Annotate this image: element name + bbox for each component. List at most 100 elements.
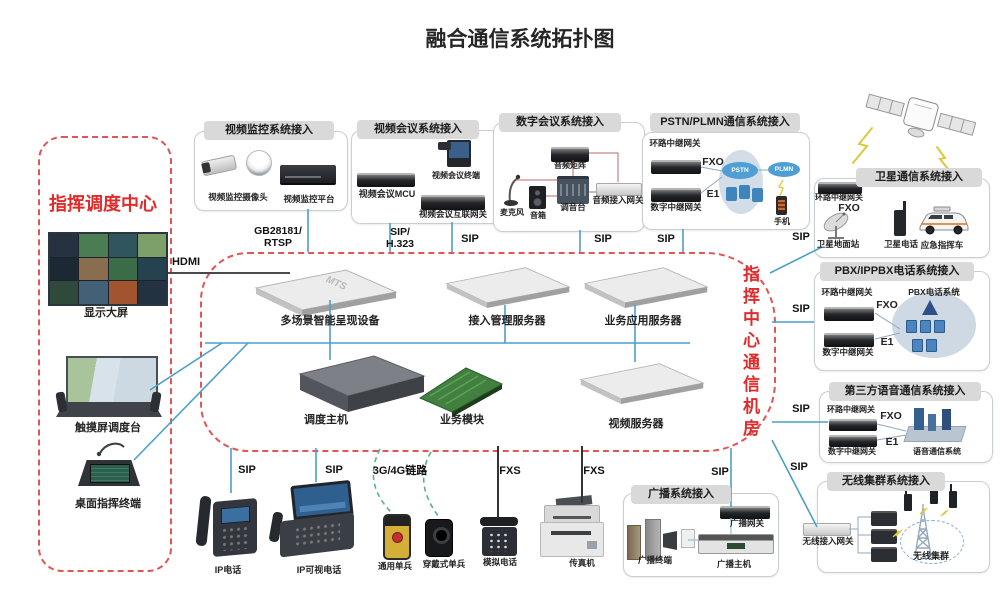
sip-label-ip-video: SIP (325, 464, 343, 476)
fxs-label-analog: FXS (499, 465, 521, 477)
sip-label-pstn: SIP (657, 233, 675, 245)
vc-terminal-label: 视频会议终端 (432, 171, 480, 180)
sip-label-pbx: SIP (792, 303, 810, 315)
pstn-plmn-header: PSTN/PLMN通信系统接入 (650, 113, 800, 132)
ground-station-icon (823, 212, 849, 239)
g34-link-line-1 (372, 448, 394, 515)
sip-label-broadcast: SIP (711, 466, 729, 478)
fax-top-icon (544, 505, 600, 524)
dispatch-host-label: 调度主机 (304, 414, 348, 426)
sat-phone-icon (894, 210, 906, 236)
desktop-terminal-label: 桌面指挥终端 (75, 498, 141, 510)
pbx-node-icon-5 (926, 339, 937, 352)
video-conference-header: 视频会议系统接入 (357, 120, 479, 139)
mobile-phone-label: 手机 (774, 217, 790, 226)
gb28181-label: GB28181/ RTSP (254, 225, 302, 249)
touch-console-screen-icon (66, 356, 158, 406)
audio-gateway-icon (596, 183, 642, 196)
wireless-gateway-label: 无线接入网关 (802, 536, 854, 546)
microphone-icon (504, 174, 521, 206)
sip-label-vc: SIP (461, 233, 479, 245)
vc-camera-icon (438, 142, 451, 150)
analog-phone-label: 模拟电话 (482, 557, 517, 567)
voice-system-tower-icon-1 (914, 408, 924, 430)
satellite-header: 卫星通信系统接入 (856, 168, 982, 187)
broadcast-terminal-label: 广播终端 (637, 555, 672, 565)
audio-matrix-label: 音频矩阵 (554, 161, 586, 170)
nvr-platform-icon (280, 165, 336, 185)
fxs-label-fax: FXS (583, 465, 605, 477)
vc-gateway-label: 视频会议互联网关 (418, 209, 487, 219)
g34-link-label: 3G/4G链路 (372, 465, 428, 477)
sip-h323-label: SIP/ H.323 (385, 226, 415, 250)
ip-video-phone-label: IP可视电话 (296, 565, 342, 575)
broadcast-header: 广播系统接入 (631, 485, 731, 504)
broadcast-speaker-icon-1 (627, 525, 641, 560)
sip-label-wireless: SIP (790, 461, 808, 473)
access-server-label: 接入管理服务器 (468, 315, 546, 327)
satellite-loop-gateway-icon (818, 182, 862, 194)
digital-conference-header: 数字会议系统接入 (499, 113, 621, 132)
hdmi-label: HDMI (171, 256, 201, 268)
pbx-node-icon-4 (912, 339, 923, 352)
dispatch-host-icon (298, 355, 426, 412)
voice-system-tower-icon-2 (928, 414, 936, 431)
mcu-icon (357, 173, 415, 187)
broadcast-speaker-icon-3 (681, 529, 695, 548)
vc-gateway-icon (421, 195, 485, 210)
pstn-phone-icon-1 (726, 187, 737, 201)
fax-label: 传真机 (569, 558, 595, 568)
pbx-node-icon-2 (920, 320, 931, 333)
wearable-terminal-icon (425, 519, 453, 557)
handheld-radio-icon-1 (904, 487, 912, 511)
broadcast-horn-icon (663, 531, 677, 550)
pbx-loop-gateway-icon (824, 307, 874, 321)
service-module-icon (418, 367, 504, 417)
sat-phone-label: 卫星电话 (883, 239, 918, 249)
sip-label-ip-phone: SIP (238, 464, 256, 476)
service-module-label: 业务模块 (440, 414, 484, 426)
broadcast-speaker-icon-2 (645, 519, 661, 560)
vehicle-radio-icon-1 (871, 511, 897, 526)
pstn-loop-gateway-label: 环路中继网关 (649, 138, 701, 148)
sip-label-satellite: SIP (792, 231, 810, 243)
third-loop-gateway-label: 环路中继网关 (827, 405, 875, 414)
pbx-node-icon-3 (934, 320, 945, 333)
speaker-icon (529, 186, 546, 209)
third-loop-gateway-icon (829, 419, 877, 431)
dome-camera-icon (246, 150, 272, 176)
audio-gateway-label: 音频接入网关 (592, 195, 644, 205)
broadcast-gateway-icon (720, 506, 770, 519)
satellite-fxo-label: FXO (838, 202, 860, 214)
microphone-label: 麦克风 (500, 208, 524, 217)
broadcast-host-label: 广播主机 (716, 559, 751, 569)
broadcast-gateway-label: 广播网关 (729, 518, 764, 528)
pstn-digital-gateway-label: 数字中继网关 (650, 202, 702, 212)
video-server-icon (579, 363, 705, 404)
sip-label-third: SIP (792, 403, 810, 415)
pstn-digital-gateway-icon (651, 188, 701, 202)
presenter-device-icon (254, 269, 398, 316)
pbx-digital-gateway-label: 数字中继网关 (822, 347, 874, 357)
mixer-icon (557, 176, 589, 204)
surveillance-camera-label: 视频监控摄像头 (208, 192, 268, 202)
pbx-node-icon-1 (906, 320, 917, 333)
speaker-label: 音箱 (530, 211, 546, 220)
pstn-loop-gateway-icon (651, 160, 701, 174)
access-server-icon (445, 267, 571, 308)
pbx-system-label: PBX电话系统 (908, 287, 960, 297)
satellite-loop-gateway-label: 环路中继网关 (815, 193, 863, 202)
app-server-icon (583, 267, 709, 308)
third-fxo-label: FXO (880, 410, 902, 422)
command-vehicle-label: 应急指挥车 (920, 240, 964, 250)
pbx-fxo-label: FXO (876, 299, 898, 311)
pbx-loop-gateway-label: 环路中继网关 (821, 287, 873, 297)
third-e1-label: E1 (885, 436, 899, 448)
display-wall-label: 显示大屏 (84, 307, 128, 319)
broadcast-host-icon (698, 534, 774, 554)
mobile-phone-icon (776, 196, 787, 215)
ip-video-phone-body-icon (280, 512, 354, 558)
plmn-cloud: PLMN (768, 162, 800, 177)
page-title: 融合通信系统拓扑图 (425, 28, 615, 51)
